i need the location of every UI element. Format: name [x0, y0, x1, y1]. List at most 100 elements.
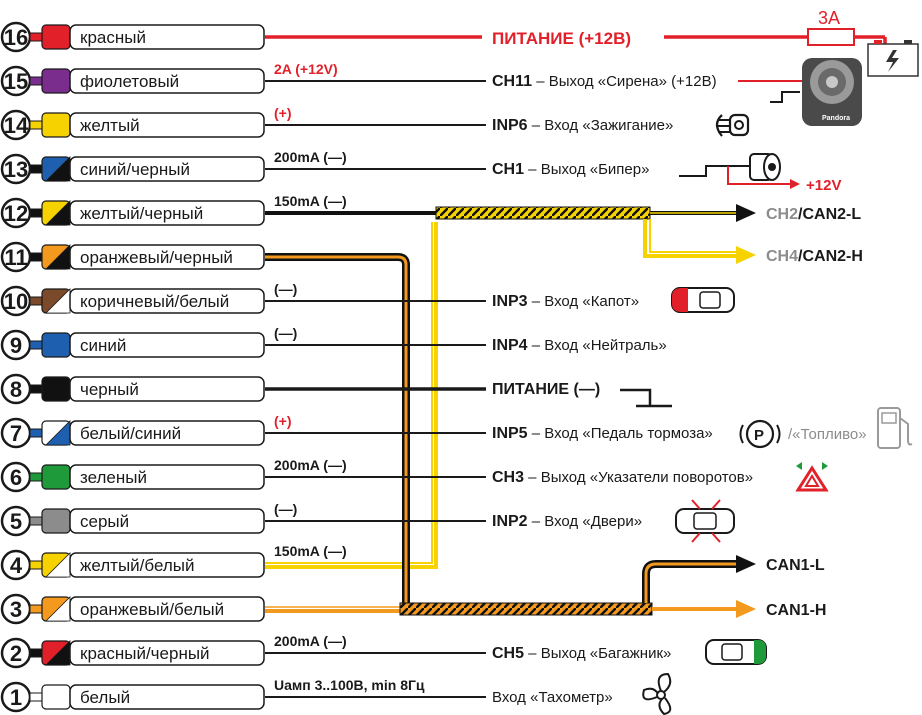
spec-10: (—)	[274, 281, 297, 297]
wire-color-swatch	[41, 112, 71, 138]
wire-color-swatch	[41, 684, 71, 710]
wire-label-box	[69, 68, 265, 94]
wire-color-label: белый/синий	[80, 424, 181, 443]
fn-6: CH3 – Выход «Указатели поворотов»	[492, 469, 753, 486]
wire-lead	[29, 208, 43, 218]
pin-number: 6	[10, 465, 22, 490]
beeper-icon	[749, 153, 781, 181]
power-plus-label: ПИТАНИЕ (+12В)	[492, 29, 631, 48]
pin-number: 15	[4, 69, 28, 94]
ground-icon	[620, 388, 672, 408]
spec-12: 150mA (—)	[274, 193, 347, 209]
spec-7: (+)	[274, 413, 292, 429]
trunk-car-icon	[705, 639, 767, 665]
wire-color-label: белый	[80, 688, 130, 707]
wire-8-ground: ПИТАНИЕ (—)	[265, 381, 672, 408]
wire-label-box	[69, 552, 265, 578]
can1l-label: CAN1-L	[766, 557, 825, 574]
can1h-label: CAN1-H	[766, 602, 826, 619]
pin-number: 11	[4, 245, 27, 270]
svg-text:P: P	[754, 427, 764, 444]
spec-4: 150mA (—)	[274, 543, 347, 559]
fuse-icon	[807, 28, 855, 46]
spec-1: Uамп 3..100В, min 8Гц	[274, 677, 425, 693]
wire-color-label: черный	[80, 380, 139, 399]
pin-row-7: 7 белый/синий	[0, 417, 265, 449]
wire-label-box	[69, 156, 265, 182]
wire-5-doors: (—) INP2 – Вход «Двери»	[265, 499, 735, 543]
spec-6: 200mA (—)	[274, 457, 347, 473]
wire-color-swatch	[41, 508, 71, 534]
wire-14-ignition: (+) INP6 – Вход «Зажигание»	[265, 105, 750, 137]
wire-10-hood: (—) INP3 – Вход «Капот»	[265, 281, 735, 313]
wire-color-label: оранжевый/черный	[80, 248, 233, 267]
fn-15: CH11 – Выход «Сирена» (+12В)	[492, 73, 717, 90]
can2-twisted-pair: 150mA (—) 150mA (—) CH2/CAN2-L CH4/CAN2-…	[265, 193, 863, 569]
wire-color-label: желтый/черный	[80, 204, 203, 223]
pin-number: 13	[4, 157, 28, 182]
wire-15-siren: 2A (+12V) CH11 – Выход «Сирена» (+12В) P…	[265, 58, 862, 126]
wire-lead	[29, 384, 43, 394]
wire-lead	[29, 472, 43, 482]
wire-color-label: серый	[80, 512, 129, 531]
pin-number: 1	[10, 685, 22, 710]
can1-twisted-pair: CAN1-L CAN1-H	[265, 253, 826, 619]
fn-5: INP2 – Вход «Двери»	[492, 513, 642, 530]
pin-row-9: 9 синий	[0, 329, 265, 361]
spec-15: 2A (+12V)	[274, 61, 338, 77]
wire-label-box	[69, 112, 265, 138]
pin-number: 10	[4, 289, 28, 314]
pin-number: 4	[10, 553, 23, 578]
parking-brake-icon: P	[739, 419, 781, 449]
wire-color-swatch	[41, 24, 71, 50]
can2l-label: CH2/CAN2-L	[766, 206, 861, 223]
battery-icon	[867, 40, 919, 77]
wire-color-label: оранжевый/белый	[80, 600, 224, 619]
wire-lead	[29, 340, 43, 350]
wire-label-box	[69, 464, 265, 490]
wire-lead	[29, 120, 43, 130]
pin-number: 9	[10, 333, 22, 358]
wire-label-box	[69, 24, 265, 50]
pin-row-11: 11 оранжевый/черный	[0, 241, 265, 273]
pin-row-14: 14 желтый	[0, 109, 265, 141]
pin-number: 5	[10, 509, 22, 534]
wire-lead	[29, 164, 43, 174]
wire-color-swatch	[41, 464, 71, 490]
wire-label-box	[69, 420, 265, 446]
wire-color-label: желтый	[80, 116, 140, 135]
wire-color-label: синий	[80, 336, 126, 355]
pin-row-4: 4 желтый/белый	[0, 549, 265, 581]
wire-color-swatch	[41, 68, 71, 94]
wire-color-swatch	[41, 332, 71, 358]
spec-2: 200mA (—)	[274, 633, 347, 649]
pin-number: 14	[4, 113, 29, 138]
wire-label-box	[69, 508, 265, 534]
fn-2: CH5 – Выход «Багажник»	[492, 645, 671, 662]
wire-color-swatch	[41, 376, 71, 402]
wire-lead	[29, 296, 43, 306]
wire-label-box	[69, 332, 265, 358]
pin-number: 3	[10, 597, 22, 622]
spec-13: 200mA (—)	[274, 149, 347, 165]
fn-1: Вход «Тахометр»	[492, 689, 613, 706]
fn-14: INP6 – Вход «Зажигание»	[492, 117, 673, 134]
wire-color-label: красный	[80, 28, 146, 47]
pin-row-3: 3 оранжевый/белый	[0, 593, 265, 625]
wire-6-turn: 200mA (—) CH3 – Выход «Указатели поворот…	[265, 457, 829, 492]
wire-lead	[29, 32, 43, 42]
spec-9: (—)	[274, 325, 297, 341]
pin-number: 8	[10, 377, 22, 402]
pin-number: 12	[4, 201, 28, 226]
wire-color-label: желтый/белый	[80, 556, 194, 575]
wire-label-box	[69, 376, 265, 402]
pin-number: 7	[10, 421, 22, 446]
siren-brand: Pandora	[822, 115, 850, 122]
beeper-plus-label: +12V	[806, 177, 841, 194]
wire-2-trunk: 200mA (—) CH5 – Выход «Багажник»	[265, 633, 767, 665]
